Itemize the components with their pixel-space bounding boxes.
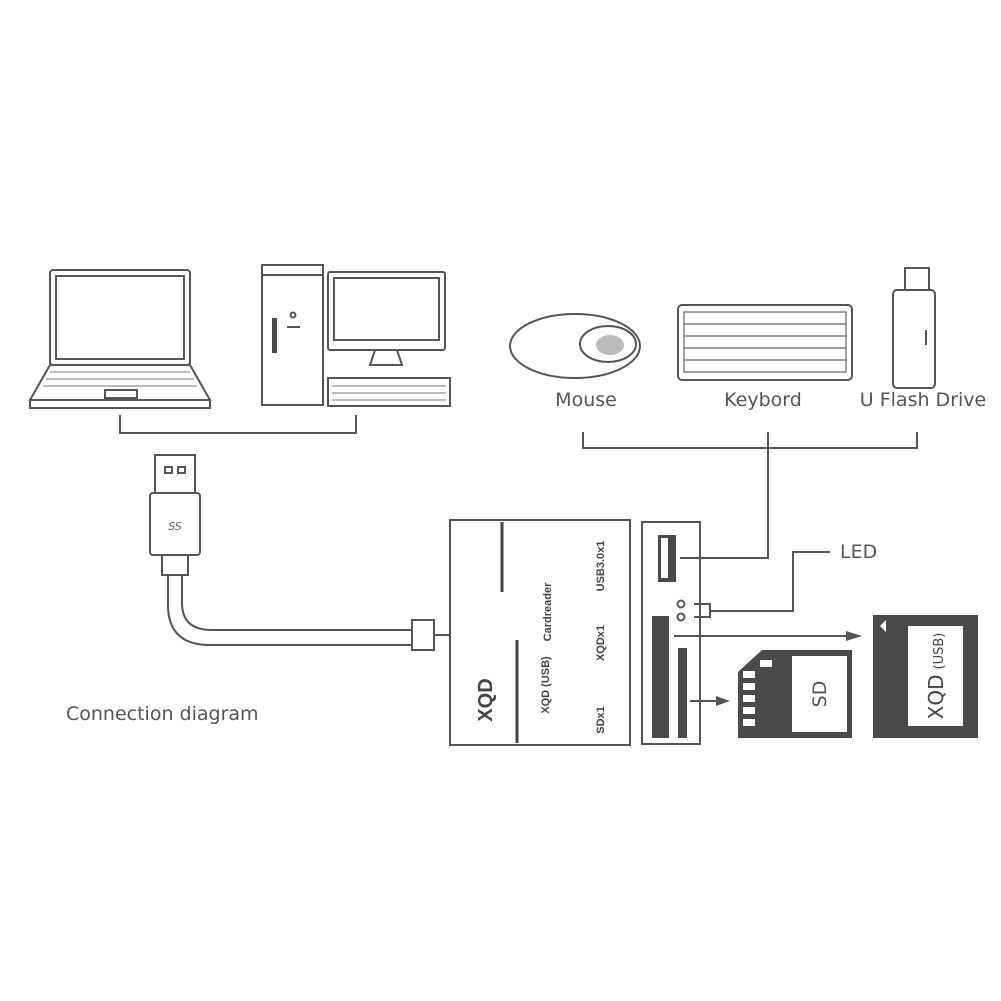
led-label: LED <box>840 541 877 563</box>
sd-card-icon: SD <box>738 650 852 738</box>
desktop-computer-icon <box>261 264 451 407</box>
reader-brand: XQD <box>475 678 497 721</box>
keyboard-icon <box>677 304 853 381</box>
svg-text:SD: SD <box>809 681 831 708</box>
svg-text:Cardreader: Cardreader <box>542 582 554 641</box>
svg-text:XQDx1: XQDx1 <box>595 625 607 661</box>
mouse-icon <box>509 313 641 379</box>
computer-bracket <box>119 415 357 434</box>
svg-text:SS: SS <box>168 520 182 533</box>
card-reader: XQD XQD (USB) Cardreader USB3.0x1 XQDx1 … <box>449 519 631 746</box>
svg-text:SDx1: SDx1 <box>595 706 607 734</box>
laptop-icon <box>28 269 212 409</box>
svg-text:XQD(USB): XQD(USB) <box>924 633 948 720</box>
svg-text:USB3.0x1: USB3.0x1 <box>595 541 607 592</box>
usb-plug-icon: SS <box>149 454 450 651</box>
svg-text:XQD (USB): XQD (USB) <box>540 656 552 714</box>
flash-drive-icon <box>892 267 936 389</box>
diagram-caption: Connection diagram <box>66 703 259 725</box>
xqd-card-icon: XQD(USB) <box>873 615 978 738</box>
flash-drive-label: U Flash Drive <box>860 389 986 411</box>
peripheral-bracket <box>582 432 918 559</box>
keyboard-label: Keybord <box>724 389 802 411</box>
mouse-label: Mouse <box>555 389 617 411</box>
reader-front-panel <box>641 521 862 745</box>
